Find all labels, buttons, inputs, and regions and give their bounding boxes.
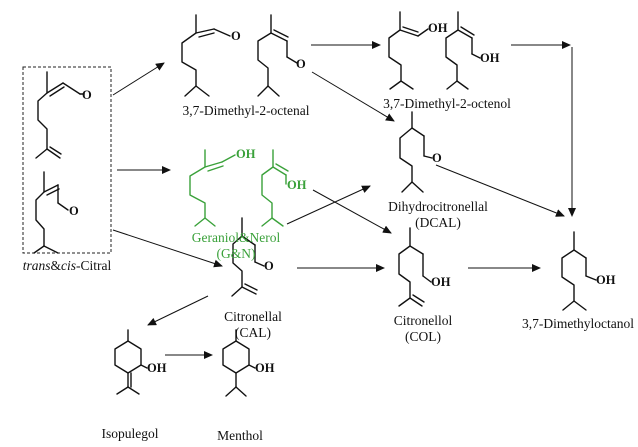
menthol-hydroxyl: OH: [255, 361, 275, 375]
dimethyloctanol-structure: [561, 231, 597, 311]
octenol-hydroxyl-1: OH: [428, 21, 448, 35]
citral-cis-oxygen: O: [69, 204, 79, 218]
octenal-oxygen-1: O: [231, 29, 241, 43]
geraniol-nerol-structures: [189, 149, 289, 227]
dimethyl-octenol-label: 3,7-Dimethyl-2-octenol: [383, 96, 511, 111]
dimethyl-octenol-structures: [388, 11, 481, 90]
arrow-cal-to-dcal: [286, 185, 371, 225]
citronellal-abbr: (CAL): [235, 325, 271, 340]
col-hydroxyl: OH: [431, 275, 451, 289]
citral-label: trans&cis-Citral: [22, 258, 112, 273]
isopulegol-structure: [114, 329, 148, 395]
citronellol-abbr: (COL): [405, 329, 441, 344]
nerol-hydroxyl: OH: [287, 178, 307, 192]
dihydrocitronellal-abbr: (DCAL): [415, 215, 461, 230]
dimethyloctanol-label: 3,7-Dimethyloctanol: [521, 316, 635, 331]
cal-oxygen: O: [264, 259, 274, 273]
isopulegol-hydroxyl: OH: [147, 361, 167, 375]
citronellal-structure: [231, 217, 265, 297]
geraniol-nerol-label: Geraniol&Nerol: [191, 230, 281, 245]
dimethyloctanol-hydroxyl: OH: [596, 273, 616, 287]
geraniol-nerol-abbr: (G&N): [216, 246, 256, 261]
citronellol-structure: [398, 227, 432, 307]
arrow-dcal-to-dimethyloctanol: [435, 164, 565, 217]
citronellal-label: Citronellal: [224, 309, 282, 324]
dimethyl-octenal-structures: [181, 14, 298, 97]
octenol-hydroxyl-2: OH: [480, 51, 500, 65]
citronellol-label: Citronellol: [393, 313, 453, 328]
citral-box: [22, 66, 112, 254]
dihydrocitronellal-structure: [399, 111, 433, 193]
dcal-oxygen: O: [432, 151, 442, 165]
geraniol-hydroxyl: OH: [236, 147, 256, 161]
octenal-oxygen-2: O: [296, 57, 306, 71]
menthol-label: Menthol: [217, 428, 263, 443]
citral-trans-oxygen: O: [82, 88, 92, 102]
isopulegol-label: Isopulegol: [101, 426, 159, 441]
arrow-octenal-to-dcal: [311, 71, 395, 122]
dimethyl-octenal-label: 3,7-Dimethyl-2-octenal: [182, 103, 310, 118]
reaction-arrows: [112, 41, 576, 359]
arrow-citral-to-octenal: [112, 62, 165, 96]
cis-citral-structure: [33, 171, 69, 254]
menthol-structure: [222, 329, 256, 397]
dihydrocitronellal-label: Dihydrocitronellal: [388, 199, 488, 214]
arrow-cal-to-isopulegol: [147, 295, 209, 326]
arrow-gn-to-col: [312, 189, 392, 234]
arrow-citral-to-cal: [112, 229, 223, 268]
trans-citral-structure: [35, 71, 85, 159]
